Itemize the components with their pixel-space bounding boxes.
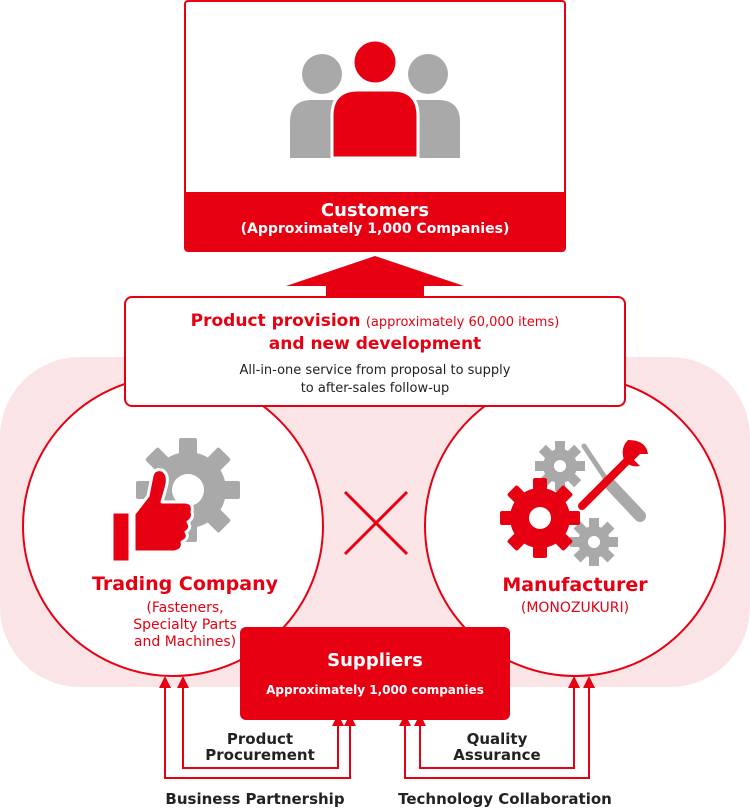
product-procurement-label2: Procurement (205, 746, 315, 764)
product-provision-title: Product provision (approximately 60,000 … (124, 311, 626, 331)
cross-icon (343, 490, 409, 556)
business-partnership-label: Business Partnership (165, 790, 345, 808)
product-provision-line2: and new development (268, 334, 482, 354)
manufacturer-title: Manufacturer (502, 574, 648, 596)
product-provision-desc2: to after-sales follow-up (300, 381, 450, 396)
trading-company-title: Trading Company (91, 573, 279, 595)
business-partnership-line (159, 676, 356, 779)
gear-thumbs-up-icon (110, 438, 240, 564)
up-arrow-icon (286, 256, 464, 300)
customers-title: Customers (320, 200, 430, 221)
trading-company-sub2: Specialty Parts (133, 617, 237, 633)
product-provision-box (124, 296, 626, 407)
product-provision-note: (approximately 60,000 items) (365, 315, 560, 330)
suppliers-title: Suppliers (327, 650, 423, 671)
manufacturer-subtitle: (MONOZUKURI) (520, 600, 630, 616)
manufacturer-circle (424, 375, 726, 677)
product-procurement-line (177, 676, 344, 769)
product-provision-main: Product provision (190, 311, 361, 331)
technology-collaboration-label: Technology Collaboration (398, 790, 612, 808)
customers-band (186, 192, 564, 250)
trading-company-sub1: (Fasteners, (146, 600, 224, 616)
technology-collaboration-line (399, 676, 595, 779)
quality-assurance-label2: Assurance (453, 746, 541, 764)
product-provision-desc1: All-in-one service from proposal to supp… (239, 363, 511, 378)
suppliers-subtitle: Approximately 1,000 companies (266, 683, 484, 697)
people-icon (290, 38, 460, 160)
product-procurement-label1: Product (226, 730, 294, 748)
quality-assurance-line (414, 676, 580, 769)
suppliers-box (240, 627, 510, 720)
customers-subtitle: (Approximately 1,000 Companies) (240, 221, 510, 237)
quality-assurance-label1: Quality (466, 730, 528, 748)
trading-company-sub3: and Machines) (133, 634, 237, 650)
gears-tools-icon (500, 440, 648, 566)
